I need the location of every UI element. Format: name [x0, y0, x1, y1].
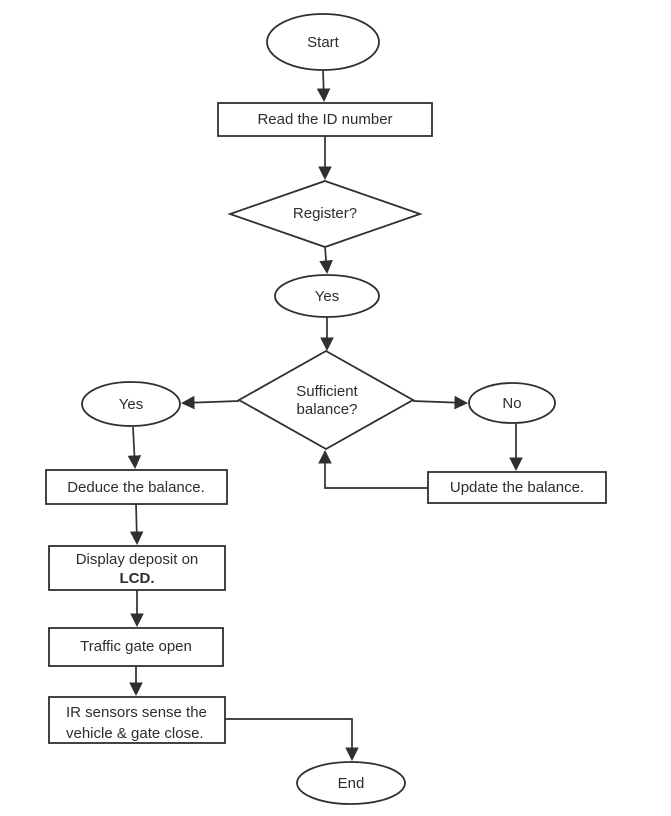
node-deduce-balance: Deduce the balance. — [45, 469, 228, 505]
node-start: Start — [266, 13, 380, 71]
node-ir-sensors: IR sensors sense the vehicle & gate clos… — [48, 696, 226, 744]
register-diamond — [227, 180, 423, 248]
node-traffic-gate: Traffic gate open — [48, 627, 224, 667]
balance-yes-ellipse — [81, 381, 181, 427]
node-update-balance: Update the balance. — [427, 471, 607, 504]
node-register: Register? — [227, 180, 423, 248]
display-deposit-label-line1: Display deposit on — [76, 551, 199, 568]
start-ellipse — [266, 13, 380, 71]
update-balance-label: Update the balance. — [450, 479, 584, 496]
end-label: End — [338, 775, 365, 792]
traffic-gate-rect — [48, 627, 224, 667]
balance-no-label: No — [502, 395, 521, 412]
ir-sensors-label-line1: IR sensors sense the — [66, 704, 207, 721]
register-yes-label: Yes — [315, 288, 339, 305]
display-deposit-label-line2: LCD. — [120, 570, 155, 587]
edge-deduce-to-display — [129, 503, 144, 546]
end-ellipse — [296, 761, 406, 805]
node-balance-no: No — [468, 382, 556, 424]
start-label: Start — [307, 34, 340, 51]
register-yes-ellipse — [274, 274, 380, 318]
edge-ir-sensors-to-end — [225, 718, 359, 762]
read-id-rect — [217, 102, 433, 137]
update-balance-rect — [427, 471, 607, 504]
edge-update-to-sufficient-balance — [318, 449, 428, 489]
deduce-balance-label: Deduce the balance. — [67, 479, 205, 496]
edge-start-to-read-id — [316, 69, 331, 103]
node-display-deposit: Display deposit on LCD. — [48, 545, 226, 591]
read-id-label: Read the ID number — [257, 111, 392, 128]
edge-register-to-yes — [319, 246, 333, 275]
node-register-yes: Yes — [274, 274, 380, 318]
display-deposit-rect — [48, 545, 226, 591]
sufficient-balance-diamond — [237, 349, 415, 451]
node-balance-yes: Yes — [81, 381, 181, 427]
ir-sensors-label-line2: vehicle & gate close. — [66, 725, 204, 742]
edges — [127, 69, 523, 762]
sufficient-balance-label-line2: balance? — [297, 401, 358, 418]
edge-balance-yes-to-deduce — [127, 426, 142, 470]
balance-yes-label: Yes — [119, 396, 143, 413]
sufficient-balance-label-line1: Sufficient — [296, 383, 358, 400]
node-end: End — [296, 761, 406, 805]
node-read-id: Read the ID number — [217, 102, 433, 137]
ir-sensors-rect — [48, 696, 226, 744]
register-label: Register? — [293, 205, 357, 222]
edge-sufficient-balance-to-balance-no — [412, 395, 469, 410]
deduce-balance-rect — [45, 469, 228, 505]
node-sufficient-balance: Sufficient balance? — [237, 349, 415, 451]
balance-no-ellipse — [468, 382, 556, 424]
traffic-gate-label: Traffic gate open — [80, 638, 192, 655]
edge-sufficient-balance-to-balance-yes — [180, 395, 240, 410]
